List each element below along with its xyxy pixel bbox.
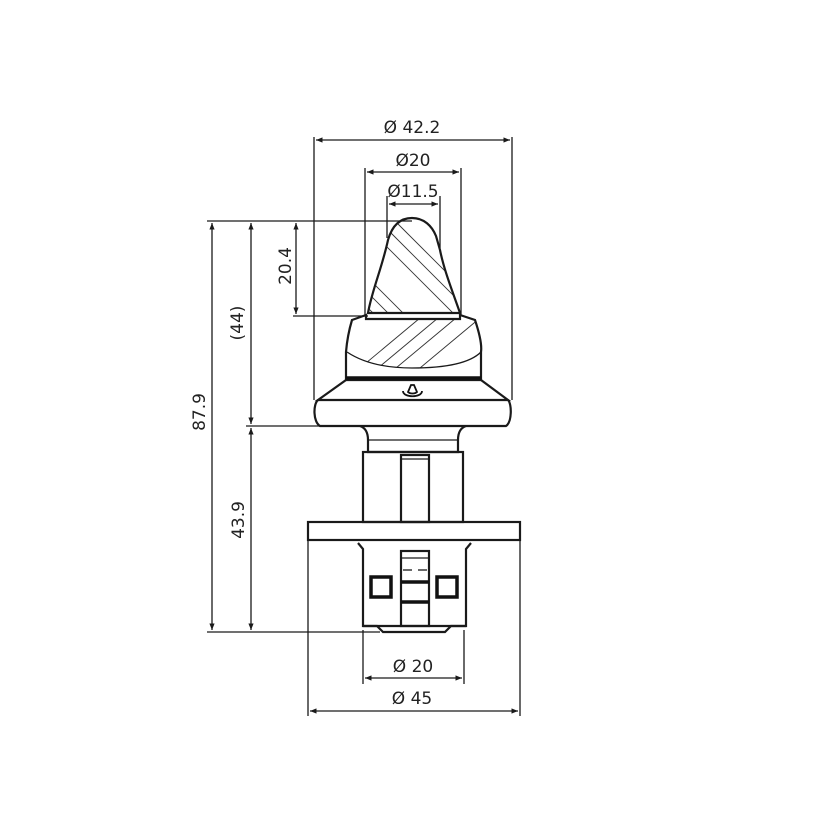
dim-top-outer-diameter: Ø 42.2 xyxy=(313,118,513,400)
label-tip-height: 20.4 xyxy=(276,247,296,285)
dim-flange-diameter: Ø 45 xyxy=(310,689,518,714)
label-shank-diameter: Ø 20 xyxy=(393,657,433,677)
slot-right xyxy=(435,575,459,599)
dim-top-mid-diameter: Ø20 xyxy=(364,151,462,315)
dim-tip-diameter: Ø11.5 xyxy=(386,182,441,248)
retainer-sleeve xyxy=(357,542,472,634)
label-head-height: (44) xyxy=(228,306,248,341)
extension-lines-left xyxy=(207,220,412,633)
pick-shank xyxy=(359,424,467,524)
label-total-height: 87.9 xyxy=(190,393,210,431)
label-tip-diameter: Ø11.5 xyxy=(387,182,438,202)
pick-head-body xyxy=(313,313,512,428)
slot-left xyxy=(369,575,393,599)
label-top-mid-diameter: Ø20 xyxy=(395,151,430,171)
label-top-outer-diameter: Ø 42.2 xyxy=(384,118,441,138)
label-flange-diameter: Ø 45 xyxy=(392,689,432,709)
brand-logo-icon xyxy=(402,384,423,398)
label-shank-height: 43.9 xyxy=(229,501,249,539)
dim-shank-diameter: Ø 20 xyxy=(362,630,465,684)
carbide-tip xyxy=(366,216,462,315)
dim-shank-height: 43.9 xyxy=(229,428,254,630)
dim-head-height: (44) xyxy=(228,223,254,424)
pick-flange xyxy=(306,520,522,716)
dim-tip-height: 20.4 xyxy=(276,223,299,314)
dim-total-height: 87.9 xyxy=(190,223,215,630)
